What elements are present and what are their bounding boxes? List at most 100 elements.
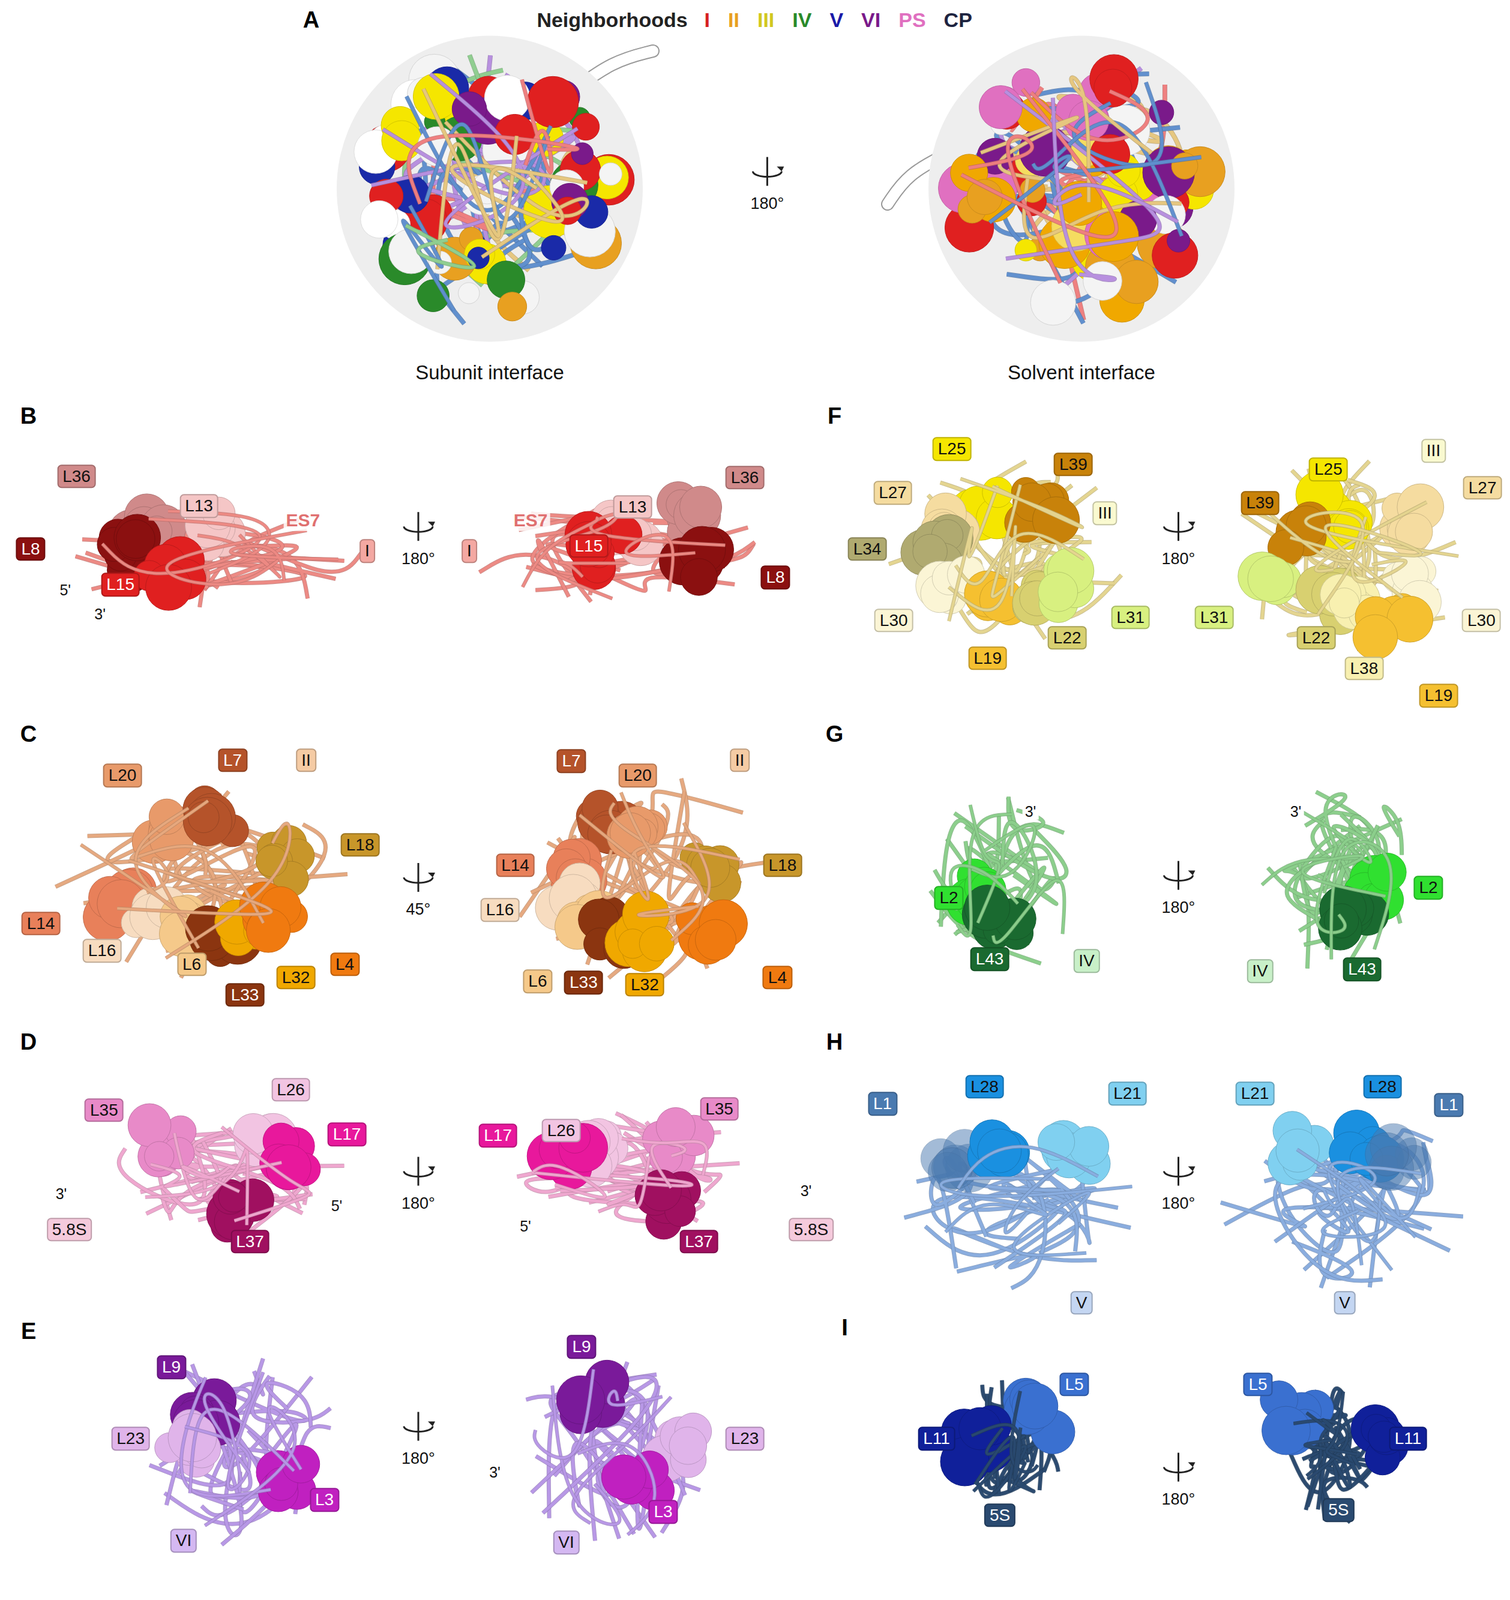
protein-tag: L9 xyxy=(566,1334,596,1359)
rna-strand xyxy=(577,1443,655,1536)
protein-surface xyxy=(187,801,220,834)
protein-surface xyxy=(978,85,1023,130)
component-name: L30 xyxy=(879,610,909,631)
rotation-axis xyxy=(1177,511,1180,541)
rna-strand xyxy=(968,136,1061,283)
legend-text: PS xyxy=(898,8,926,32)
rna-strand xyxy=(147,858,199,948)
strand-end: 3' xyxy=(1022,802,1039,820)
protein-surface xyxy=(639,926,674,961)
component-name: L3 xyxy=(315,1489,334,1510)
component-name: 5.8S xyxy=(52,1219,88,1240)
protein-tag: L23 xyxy=(725,1426,765,1451)
protein-surface xyxy=(556,1375,605,1425)
protein-tag: L22 xyxy=(1296,625,1336,650)
protein-tag: L13 xyxy=(179,493,219,518)
rna-strand xyxy=(971,1424,1021,1479)
protein-tag: L19 xyxy=(1419,684,1459,709)
rna-strand xyxy=(954,813,1042,942)
rna-strand xyxy=(102,519,260,574)
protein-tag: L31 xyxy=(1110,605,1150,630)
panel-letter: B xyxy=(18,403,40,430)
protein-surface xyxy=(458,282,480,304)
legend-text: II xyxy=(727,8,740,32)
component-name: L36 xyxy=(730,467,760,488)
component-name: L1 xyxy=(1439,1094,1458,1116)
rotation-symbol xyxy=(752,157,784,187)
rna-strand xyxy=(204,1406,301,1526)
protein-tag: L4 xyxy=(762,965,793,990)
rna-strand xyxy=(577,1443,655,1536)
rotation-head xyxy=(1188,1166,1196,1172)
component-name: I xyxy=(466,540,472,562)
rotation-symbol xyxy=(403,1157,436,1186)
component-name: L28 xyxy=(1368,1076,1397,1098)
legend-text: VI xyxy=(861,8,881,32)
component-name: L11 xyxy=(923,1428,951,1449)
component-name: L5 xyxy=(1065,1374,1084,1395)
protein-surface xyxy=(218,1182,249,1213)
rna-strand xyxy=(1013,1192,1090,1255)
legend-text: III xyxy=(757,8,775,32)
protein-tag: L14 xyxy=(495,853,535,878)
rna-strand xyxy=(625,534,695,592)
component-name: L13 xyxy=(184,495,214,517)
protein-tag: L14 xyxy=(21,911,61,936)
component-name: L37 xyxy=(684,1231,713,1252)
rna-strand xyxy=(971,1424,1021,1479)
component-name: L17 xyxy=(483,1125,512,1146)
protein-tag: L21 xyxy=(1107,1082,1147,1107)
component-name: L9 xyxy=(162,1356,181,1378)
rna-strand xyxy=(945,1203,1047,1233)
component-name: II xyxy=(301,750,311,771)
rna-strand xyxy=(182,1166,240,1192)
protein-tag: L16 xyxy=(480,898,520,923)
rna-strand xyxy=(1296,1149,1386,1237)
strand-end: 3' xyxy=(798,1182,815,1200)
component-name: L25 xyxy=(1314,459,1343,480)
protein-tag: L20 xyxy=(618,763,658,788)
rotation-head xyxy=(427,521,436,527)
sphere-base xyxy=(336,36,643,343)
component-name: L26 xyxy=(547,1120,576,1141)
rna-strand xyxy=(1326,1391,1353,1465)
component-name: L21 xyxy=(1113,1083,1142,1105)
protein-tag: L31 xyxy=(1194,605,1234,630)
protein-surface xyxy=(1352,614,1398,659)
rna-strand xyxy=(204,1393,250,1480)
component-name: VI xyxy=(175,1530,192,1551)
protein-tag: L6 xyxy=(522,969,553,994)
rna-strand xyxy=(958,1146,1099,1188)
legend: IIIIIIIVVVIPSCP xyxy=(704,8,973,32)
component-name: L30 xyxy=(1467,610,1496,631)
ribosome-surface xyxy=(336,36,653,343)
component-name: L4 xyxy=(768,967,787,988)
panel-letter: E xyxy=(18,1318,39,1345)
protein-tag: L33 xyxy=(564,970,604,995)
strand-end: 3' xyxy=(91,605,109,623)
panel-structure xyxy=(149,1358,331,1545)
legend-swatch: PS xyxy=(898,8,926,32)
rna-strand xyxy=(184,1371,264,1489)
protein-surface xyxy=(695,919,737,961)
rotation-axis xyxy=(766,157,769,187)
rna-strand xyxy=(221,1127,310,1221)
protein-tag: L16 xyxy=(82,939,122,964)
legend-text: V xyxy=(829,8,844,32)
panel-letter: G xyxy=(823,721,847,748)
protein-tag: L6 xyxy=(177,952,207,977)
protein-surface xyxy=(360,200,398,238)
rotation-axis xyxy=(1177,1452,1180,1482)
protein-tag: L18 xyxy=(340,833,380,858)
protein-tag: L23 xyxy=(111,1426,151,1451)
panel-structure xyxy=(55,785,347,978)
component-name: L33 xyxy=(231,984,260,1006)
protein-tag: L39 xyxy=(1240,490,1280,515)
protein-surface xyxy=(497,292,527,322)
rna-strand xyxy=(534,1369,593,1459)
panel-structure xyxy=(1262,791,1407,969)
rna-strand xyxy=(598,1156,649,1212)
rna-tag: III xyxy=(1092,501,1117,526)
legend-swatch: II xyxy=(727,8,740,32)
protein-tag: L26 xyxy=(541,1118,581,1143)
